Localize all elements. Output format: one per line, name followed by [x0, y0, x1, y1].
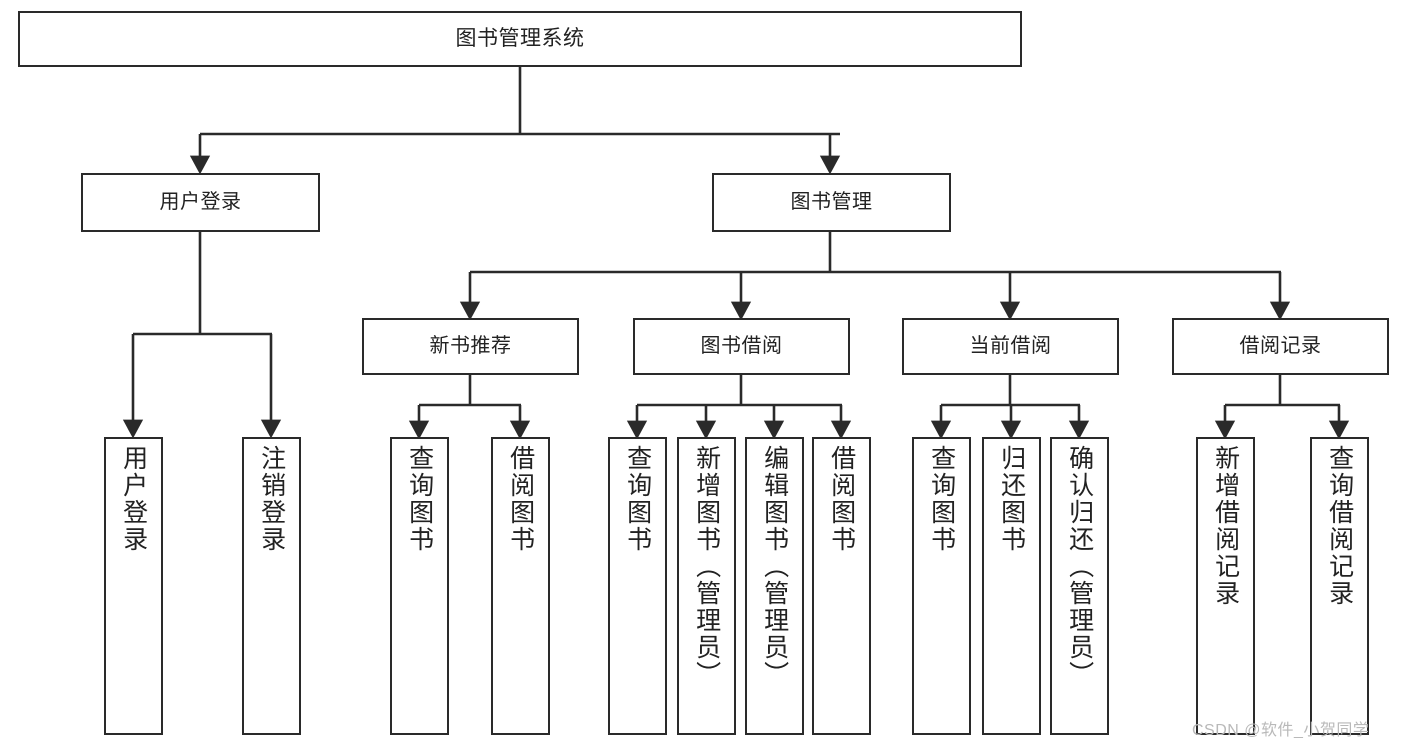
leaf-return-book[interactable]: 归还图书	[982, 437, 1041, 735]
node-label: 新增借阅记录	[1211, 445, 1240, 607]
node-label: 借阅图书	[506, 445, 535, 553]
leaf-user-login[interactable]: 用户登录	[104, 437, 163, 735]
node-label: 借阅图书	[827, 445, 856, 553]
node-label: 图书管理系统	[455, 27, 585, 51]
node-label: 查询图书	[927, 445, 956, 553]
node-new-book-recommendation[interactable]: 新书推荐	[362, 318, 579, 375]
node-current-borrowing[interactable]: 当前借阅	[902, 318, 1119, 375]
leaf-borrow-book-borrowing[interactable]: 借阅图书	[812, 437, 871, 735]
node-label: 图书借阅	[700, 335, 783, 358]
node-label: 当前借阅	[969, 335, 1052, 358]
leaf-edit-book-admin[interactable]: 编辑图书（管理员）	[745, 437, 804, 735]
node-user-login[interactable]: 用户登录	[81, 173, 320, 232]
node-book-borrowing[interactable]: 图书借阅	[633, 318, 850, 375]
leaf-add-borrow-record[interactable]: 新增借阅记录	[1196, 437, 1255, 735]
node-label: 查询图书	[623, 445, 652, 553]
node-label: 新增图书（管理员）	[692, 445, 721, 688]
node-book-management[interactable]: 图书管理	[712, 173, 951, 232]
leaf-add-book-admin[interactable]: 新增图书（管理员）	[677, 437, 736, 735]
leaf-query-book-recommendation[interactable]: 查询图书	[390, 437, 449, 735]
node-label: 用户登录	[119, 445, 148, 553]
leaf-borrow-book-recommendation[interactable]: 借阅图书	[491, 437, 550, 735]
node-book-management-system[interactable]: 图书管理系统	[18, 11, 1022, 67]
node-label: 查询借阅记录	[1325, 445, 1354, 607]
node-label: 归还图书	[997, 445, 1026, 553]
node-borrowing-record[interactable]: 借阅记录	[1172, 318, 1389, 375]
node-label: 注销登录	[257, 445, 286, 553]
node-label: 查询图书	[405, 445, 434, 553]
leaf-query-borrow-record[interactable]: 查询借阅记录	[1310, 437, 1369, 735]
node-label: 确认归还（管理员）	[1065, 445, 1094, 688]
leaf-query-book-borrowing[interactable]: 查询图书	[608, 437, 667, 735]
node-label: 编辑图书（管理员）	[760, 445, 789, 688]
watermark: CSDN @软件_小贺同学	[1192, 722, 1370, 739]
node-label: 用户登录	[159, 191, 242, 214]
node-label: 借阅记录	[1239, 335, 1322, 358]
leaf-logout-login[interactable]: 注销登录	[242, 437, 301, 735]
node-label: 图书管理	[790, 191, 873, 214]
leaf-query-book-current[interactable]: 查询图书	[912, 437, 971, 735]
leaf-confirm-return-admin[interactable]: 确认归还（管理员）	[1050, 437, 1109, 735]
node-label: 新书推荐	[429, 335, 512, 358]
